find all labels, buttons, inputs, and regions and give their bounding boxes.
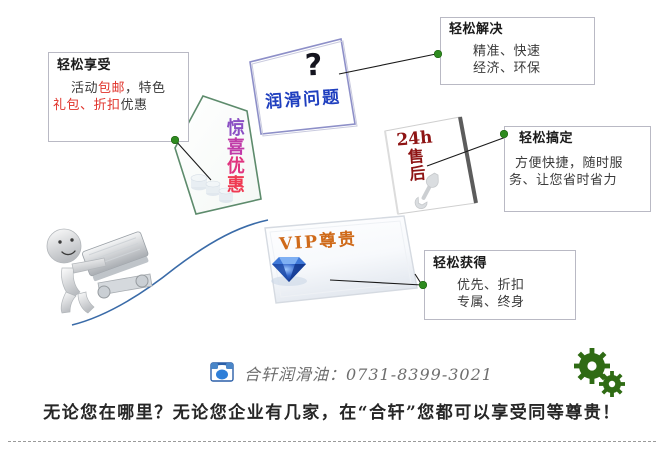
enjoy-l1-a: 活动 (71, 81, 99, 97)
callout-obtain: 轻松获得 优先、折扣 专属、终身 (424, 250, 576, 320)
callout-obtain-line-2: 专属、终身 (457, 294, 525, 310)
leader-line-enjoy (174, 139, 212, 181)
question-mark-glyph: ? (304, 47, 324, 84)
contact-text: 合轩润滑油：0731-8399-3021 (244, 365, 493, 384)
callout-solve-line-1: 精准、快速 (473, 44, 541, 60)
callout-handle-title: 轻松搞定 (519, 131, 574, 146)
slope-curve (71, 219, 269, 326)
aftersale-line-2: 售 (407, 146, 425, 167)
callout-obtain-body: 优先、折扣 专属、终身 (457, 278, 575, 311)
callout-enjoy-line-1: 活动包邮，特色 (53, 81, 184, 97)
callout-handle: 轻松搞定 方便快捷，随时服 务、让您省时省力 (504, 126, 651, 212)
callout-handle-line-2: 务、让您省时省力 (509, 172, 618, 188)
vip-shape (264, 215, 418, 304)
enjoy-l1-b: 包邮 (98, 81, 126, 97)
callout-solve-body: 精准、快速 经济、环保 (473, 44, 594, 77)
lubrication-label: 润滑问题 (264, 87, 342, 113)
callout-enjoy-line-2: 礼包、折扣优惠 (53, 98, 184, 114)
callout-handle-body: 方便快捷，随时服 务、让您省时省力 (509, 156, 648, 189)
aftersale-shape (384, 116, 478, 215)
surprise-char-1: 惊 (223, 118, 245, 137)
vip-label: VIP尊贵 (278, 229, 358, 255)
diamond-icon (271, 257, 307, 286)
aftersale-line-3: 后 (408, 162, 427, 184)
callout-enjoy: 轻松享受 活动包邮，特色 礼包、折扣优惠 (48, 52, 189, 142)
connector-dot-obtain (419, 281, 427, 289)
surprise-char-4: 惠 (223, 175, 245, 194)
enjoy-l2-b: 优惠 (120, 97, 148, 113)
callout-obtain-line-1: 优先、折扣 (457, 278, 525, 294)
gears-icon (574, 348, 625, 397)
callout-obtain-title: 轻松获得 (433, 256, 488, 271)
leader-line-obtain-2 (329, 279, 423, 286)
callout-solve: 轻松解决 精准、快速 经济、环保 (440, 17, 595, 85)
connector-dot-solve (434, 50, 442, 58)
person-pushing-cart-icon (46, 228, 153, 314)
surprise-char-3: 优 (223, 156, 245, 175)
aftersale-line-1: 24h (395, 127, 434, 151)
bottom-divider (8, 441, 656, 442)
enjoy-l2-a: 礼包、折扣 (53, 97, 121, 113)
callout-solve-title: 轻松解决 (449, 22, 504, 37)
surprise-char-2: 喜 (223, 137, 245, 156)
leader-line-solve (338, 53, 437, 75)
coin-stack-icon (190, 174, 234, 203)
callout-solve-line-2: 经济、环保 (473, 60, 541, 76)
connector-dot-handle (500, 130, 508, 138)
bottom-banner: 无论您在哪里？无论您企业有几家，在“合轩”您都可以享受同等尊贵！ (43, 403, 621, 423)
enjoy-l1-c: ，特色 (125, 81, 166, 97)
callout-handle-line-1: 方便快捷，随时服 (515, 156, 624, 172)
callout-enjoy-title: 轻松享受 (57, 58, 112, 73)
aftersale-label: 24h 售 后 (395, 127, 436, 184)
lubrication-shape (249, 38, 358, 137)
leader-line-handle (426, 136, 507, 167)
contact-line: 合轩润滑油：0731-8399-3021 (214, 361, 493, 385)
wrench-icon (414, 172, 439, 209)
callout-enjoy-body: 活动包邮，特色 礼包、折扣优惠 (53, 81, 184, 114)
surprise-label: 惊喜优惠 (223, 118, 245, 194)
connector-dot-enjoy (171, 136, 179, 144)
